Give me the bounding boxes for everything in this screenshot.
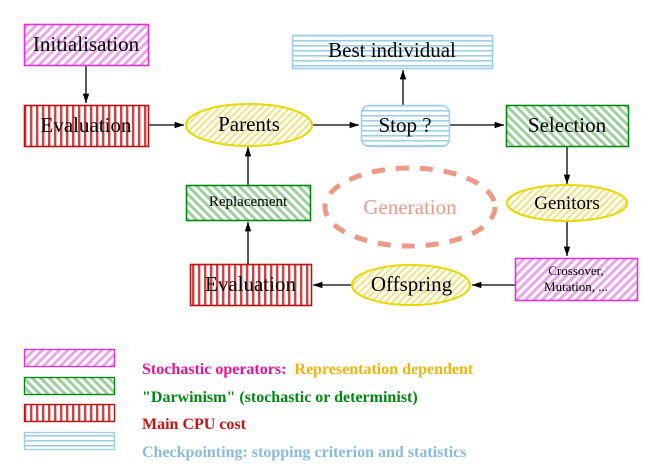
legend-label-cpu: Main CPU cost [126, 401, 246, 449]
legend-label-stochastic: Stochastic operators: Representation dep… [126, 346, 473, 394]
legend-text-darwinism: "Darwinism" (stochastic or determinist) [142, 389, 418, 406]
legend-label-darwinism: "Darwinism" (stochastic or determinist) [126, 374, 418, 422]
legend-swatch-stochastic [23, 348, 116, 368]
legend-text-checkpointing: Checkpointing: stopping criterion and st… [142, 444, 467, 461]
node-evaluation-top[interactable] [23, 104, 150, 148]
node-selection[interactable] [505, 104, 630, 148]
node-initialisation[interactable] [23, 23, 150, 67]
node-replacement[interactable] [185, 184, 312, 222]
node-generation [322, 165, 498, 249]
node-parents[interactable] [185, 103, 313, 147]
node-evaluation-bottom[interactable] [189, 263, 313, 307]
legend-swatch-darwinism [23, 376, 116, 396]
node-crossover[interactable] [514, 257, 639, 302]
legend-text-representation-dependent: Representation dependent [286, 361, 474, 378]
legend-text-main-cpu-cost: Main CPU cost [142, 416, 246, 433]
node-genitors[interactable] [506, 184, 628, 222]
node-stop[interactable] [360, 104, 451, 148]
legend-swatch-cpu [23, 403, 116, 423]
node-offspring[interactable] [351, 264, 471, 306]
legend-label-checkpoint: Checkpointing: stopping criterion and st… [126, 429, 466, 471]
legend-text-stochastic-operators: Stochastic operators: [142, 361, 287, 378]
legend-swatch-checkpoint [23, 431, 116, 451]
node-best-individual[interactable] [291, 34, 494, 70]
